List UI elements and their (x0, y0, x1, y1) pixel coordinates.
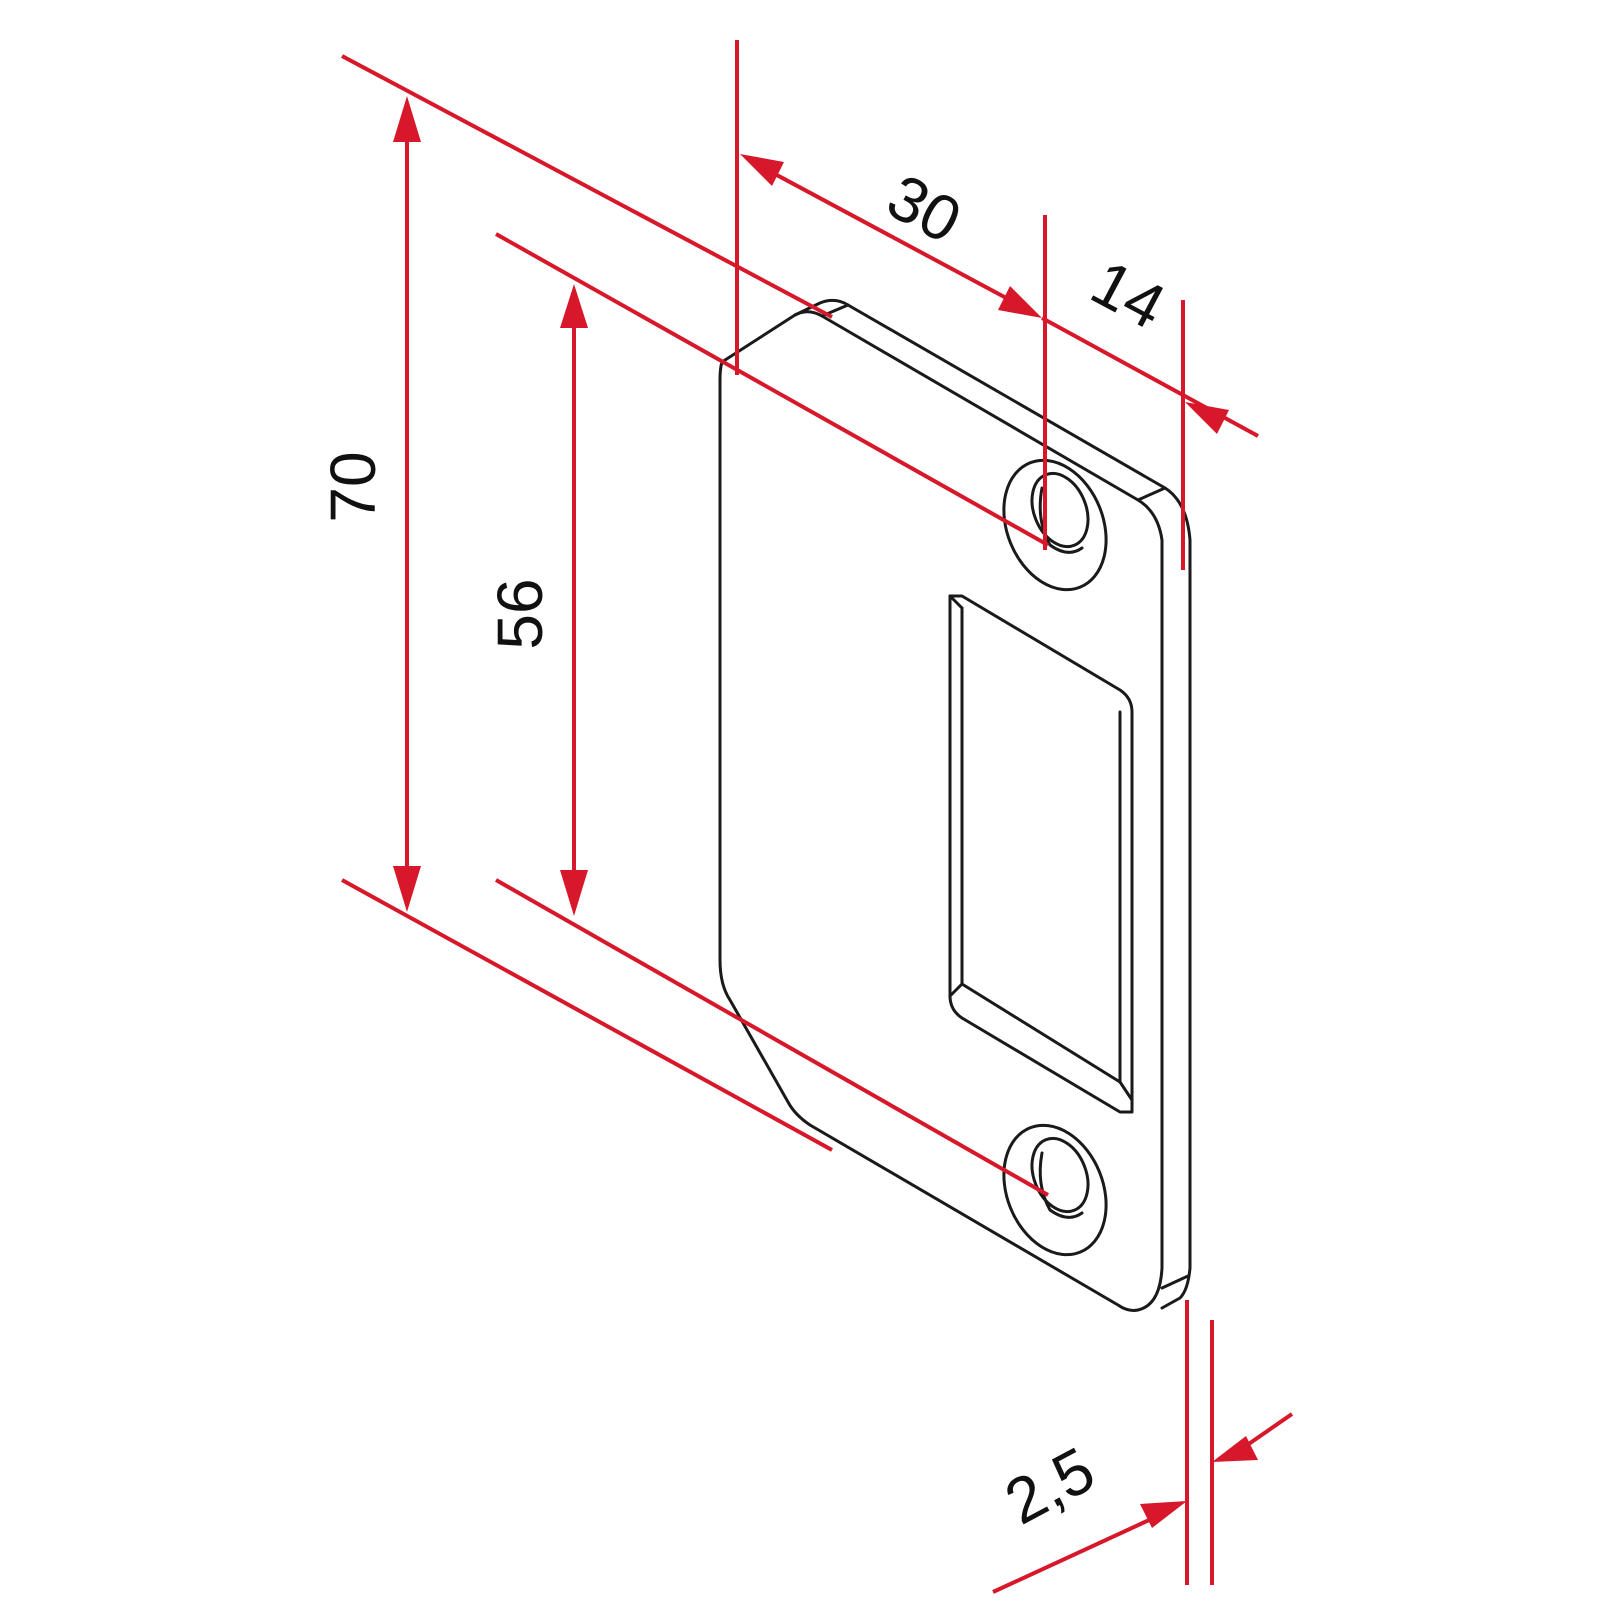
label-hole-spacing: 56 (484, 578, 556, 649)
dimension-labels: 70 56 30 14 2,5 (317, 160, 1177, 1538)
extension-line-top-56 (495, 232, 1049, 547)
latch-opening-inner (960, 606, 1122, 1084)
label-overall-height: 70 (317, 451, 389, 522)
arrowhead-30-right (998, 286, 1042, 318)
arrowhead-70-bottom (393, 866, 421, 912)
arrowhead-14-right (1185, 402, 1229, 434)
label-hole-offset: 30 (876, 160, 973, 257)
latch-opening-outer (948, 594, 1134, 1114)
dimension-line-30 (759, 164, 1011, 302)
dimension-line-14 (1041, 316, 1259, 438)
latch-opening-bevel-right (1118, 1080, 1134, 1102)
dimension-lines (341, 40, 1294, 1594)
upper-screw-hole (1002, 458, 1108, 592)
strike-plate (718, 298, 1192, 1312)
plate-right-bottom-edge (1160, 1274, 1190, 1290)
dimension-line-thickness-left (992, 1513, 1161, 1594)
extension-line-top-70 (341, 54, 833, 319)
label-thickness: 2,5 (993, 1433, 1105, 1538)
arrowhead-70-top (393, 96, 421, 142)
arrowhead-30-left (740, 154, 784, 186)
arrowhead-thickness-left (1140, 1501, 1187, 1528)
latch-opening-bevel-top (948, 594, 964, 610)
lower-screw-hole (1002, 1123, 1108, 1257)
extension-line-bottom-70 (341, 878, 833, 1152)
arrowhead-56-bottom (560, 870, 588, 916)
plate-right-corner-edge (1136, 486, 1167, 502)
label-hole-edge: 14 (1080, 246, 1177, 343)
arrowhead-56-top (560, 284, 588, 328)
arrowhead-thickness-right (1212, 1436, 1258, 1462)
latch-opening-bevel-bottom (948, 982, 964, 998)
extension-line-bottom-56 (495, 878, 1049, 1197)
